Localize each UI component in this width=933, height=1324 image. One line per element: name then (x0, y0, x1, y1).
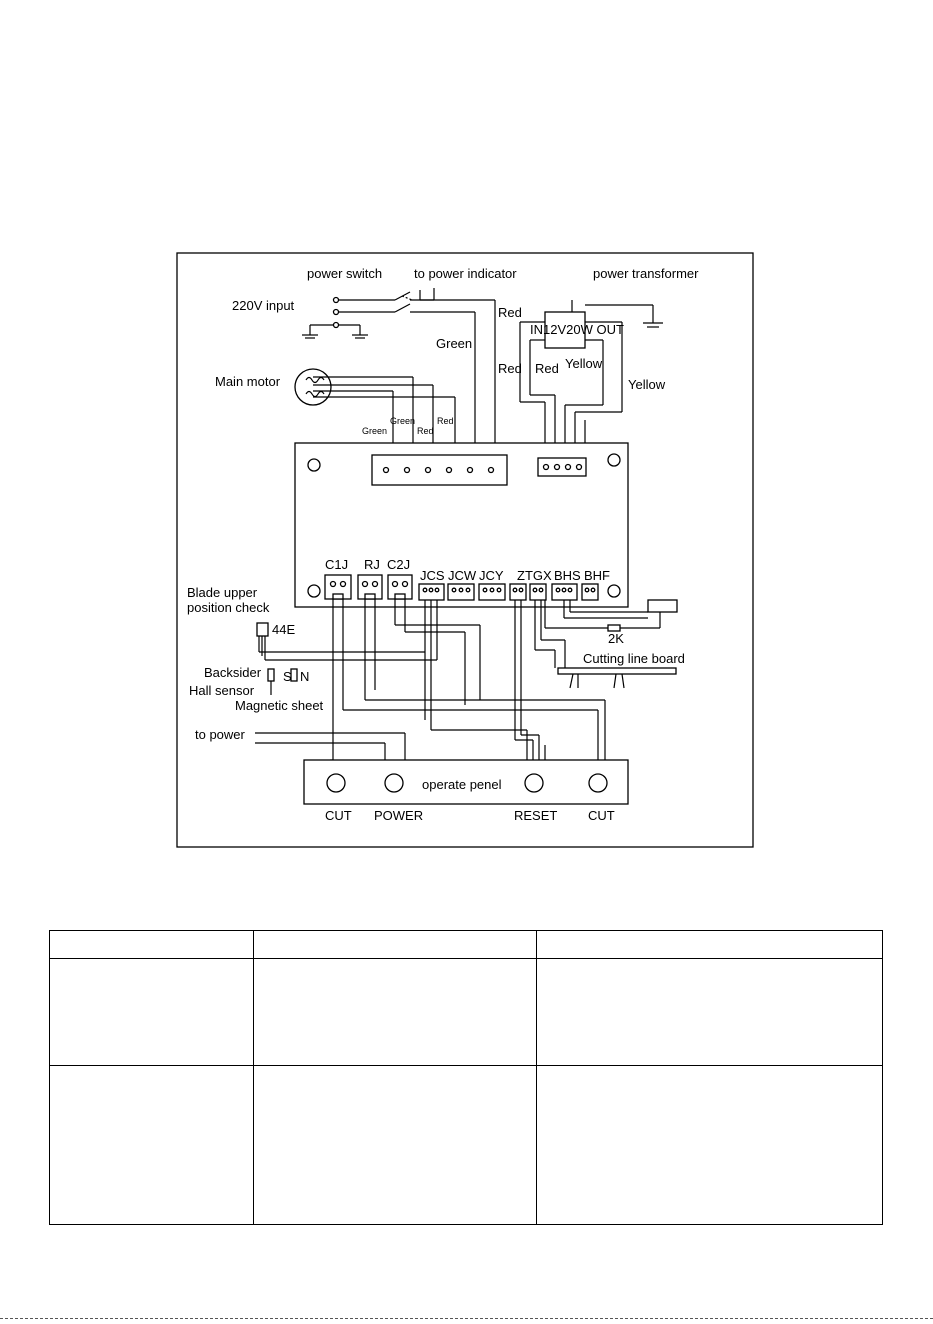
label-power-indicator: to power indicator (414, 266, 517, 281)
label-yellow-2: Yellow (628, 377, 666, 392)
wiring-diagram: power switch to power indicator power tr… (176, 252, 754, 848)
label-operate-panel: operate penel (422, 777, 502, 792)
power-switch-symbol (394, 288, 496, 443)
label-bhs: BHS (554, 568, 581, 583)
cutting-line-board (557, 667, 677, 689)
label-cutting-line-board: Cutting line board (583, 651, 685, 666)
table-row (49, 958, 883, 1066)
table-cell (49, 1065, 254, 1225)
label-backsider: Backsider (204, 665, 262, 680)
table-cell (49, 958, 254, 1066)
label-c2j: C2J (387, 557, 410, 572)
label-green-1: Green (436, 336, 472, 351)
label-n: N (300, 669, 309, 684)
operate-panel (303, 759, 629, 805)
label-bhf: BHF (584, 568, 610, 583)
table-cell (253, 958, 537, 1066)
table-cell (253, 930, 537, 959)
table-cell (253, 1065, 537, 1225)
label-yellow-1: Yellow (565, 356, 603, 371)
label-red-1: Red (498, 305, 522, 320)
page-edge (0, 1318, 933, 1319)
backsider-sensor (267, 668, 298, 695)
label-jcw: JCW (448, 568, 477, 583)
label-green-small-1: Green (362, 426, 387, 436)
label-red-3: Red (535, 361, 559, 376)
table-cell (536, 930, 883, 959)
main-motor-symbol (294, 368, 456, 443)
label-c1j: C1J (325, 557, 348, 572)
label-220v-input: 220V input (232, 298, 295, 313)
table-cell (536, 958, 883, 1066)
label-main-motor: Main motor (215, 374, 281, 389)
label-red-2: Red (498, 361, 522, 376)
label-hall-sensor: Hall sensor (189, 683, 255, 698)
label-transformer-rating: IN12V20W OUT (530, 322, 624, 337)
label-blade-upper: Blade upper (187, 585, 258, 600)
label-reset: RESET (514, 808, 557, 823)
label-s: S (283, 669, 292, 684)
label-power-transformer: power transformer (593, 266, 699, 281)
label-cut-1: CUT (325, 808, 352, 823)
label-44e: 44E (272, 622, 295, 637)
label-position-check: position check (187, 600, 270, 615)
table-row (49, 1065, 883, 1225)
board-connectors (324, 574, 599, 601)
table-cell (536, 1065, 883, 1225)
label-power-switch: power switch (307, 266, 382, 281)
label-2k: 2K (608, 631, 624, 646)
table-cell (49, 930, 254, 959)
table-row (49, 930, 883, 959)
wiring-diagram-svg: power switch to power indicator power tr… (176, 252, 754, 848)
hall-44e-sensor (256, 622, 437, 661)
label-cut-2: CUT (588, 808, 615, 823)
label-jcs: JCS (420, 568, 445, 583)
label-to-power: to power (195, 727, 246, 742)
empty-table (49, 930, 883, 1225)
input-terminals (302, 296, 395, 339)
power-transformer-symbol (519, 300, 663, 443)
label-rj: RJ (364, 557, 380, 572)
label-red-small-1: Red (417, 426, 434, 436)
label-magnetic-sheet: Magnetic sheet (235, 698, 324, 713)
label-jcy: JCY (479, 568, 504, 583)
label-power: POWER (374, 808, 423, 823)
label-red-small-2: Red (437, 416, 454, 426)
label-ztgx: ZTGX (517, 568, 552, 583)
label-green-small-2: Green (390, 416, 415, 426)
lower-wiring (255, 599, 678, 761)
